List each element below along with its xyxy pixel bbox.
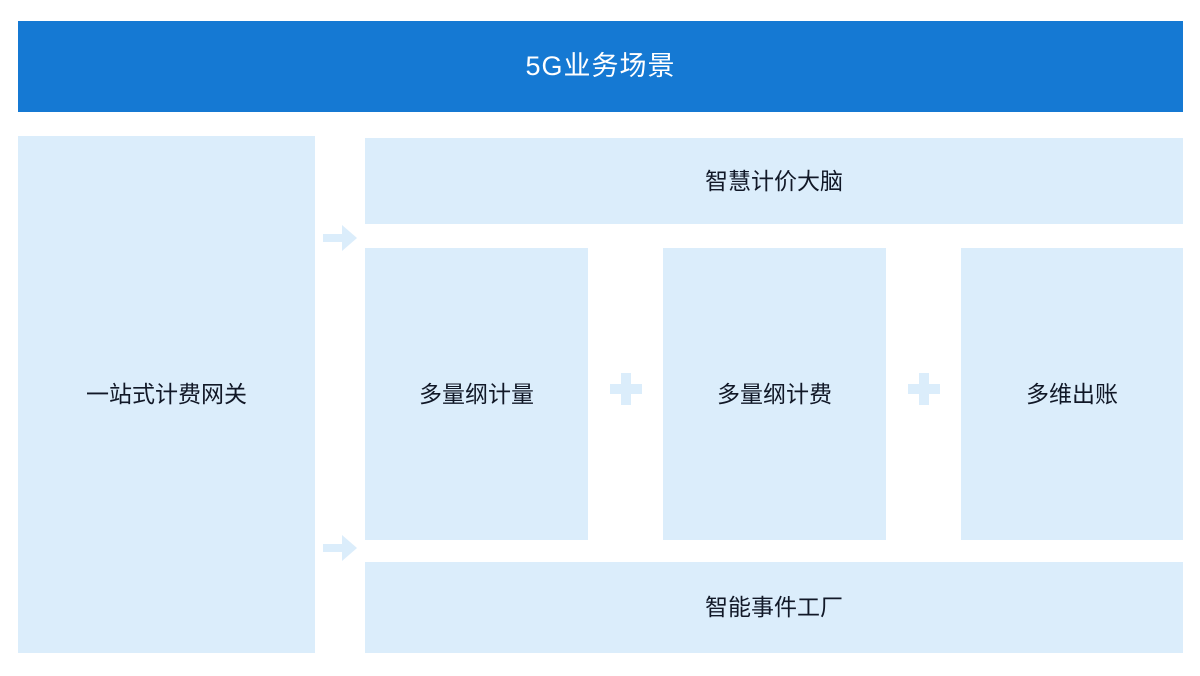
gateway-label: 一站式计费网关 bbox=[86, 381, 247, 407]
factory-label: 智能事件工厂 bbox=[705, 594, 843, 620]
plus-icon-2 bbox=[908, 373, 940, 405]
capability-box-1: 多量纲计量 bbox=[365, 248, 588, 540]
capability-label-3: 多维出账 bbox=[1026, 380, 1118, 407]
plus-icon-1 bbox=[610, 373, 642, 405]
capability-box-3: 多维出账 bbox=[961, 248, 1183, 540]
arrow-right-icon-top bbox=[323, 225, 357, 251]
arrow-right-icon-bottom bbox=[323, 535, 357, 561]
header-banner: 5G业务场景 bbox=[18, 21, 1183, 112]
header-title: 5G业务场景 bbox=[525, 51, 676, 81]
capability-box-2: 多量纲计费 bbox=[663, 248, 886, 540]
capability-label-2: 多量纲计费 bbox=[717, 380, 832, 407]
factory-panel: 智能事件工厂 bbox=[365, 562, 1183, 653]
brain-label: 智慧计价大脑 bbox=[705, 167, 843, 194]
gateway-panel: 一站式计费网关 bbox=[18, 136, 315, 653]
brain-panel: 智慧计价大脑 bbox=[365, 138, 1183, 224]
capability-label-1: 多量纲计量 bbox=[419, 380, 534, 407]
